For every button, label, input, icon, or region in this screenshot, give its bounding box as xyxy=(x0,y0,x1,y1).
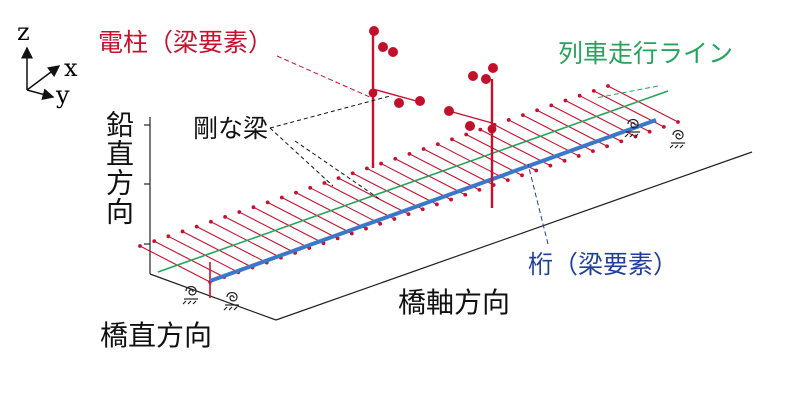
crossbeam-node xyxy=(392,217,397,221)
crossbeam-node xyxy=(661,124,666,129)
crossbeam-node xyxy=(549,103,554,108)
crossbeam-node xyxy=(237,210,242,214)
crossbeam-node xyxy=(548,163,553,168)
spring-support-icon xyxy=(624,118,640,138)
crossbeam xyxy=(508,119,579,157)
crossbeam xyxy=(380,163,452,201)
crossbeam-node xyxy=(393,156,398,161)
crossbeam-node xyxy=(463,192,468,197)
crossbeam-node xyxy=(676,120,680,124)
pole-1 xyxy=(368,26,425,168)
pole-2 xyxy=(444,63,498,208)
spring-support-icon xyxy=(669,129,685,149)
crossbeam-node xyxy=(364,226,368,231)
vertical-direction-label: 鉛直方向 xyxy=(102,110,135,226)
crossbeam xyxy=(607,85,679,123)
train-line-label: 列車走行ライン xyxy=(558,39,734,68)
crossbeam-node xyxy=(577,93,582,98)
crossbeam-node xyxy=(591,88,596,93)
crossbeam-node xyxy=(506,118,511,122)
crossbeam xyxy=(423,148,494,186)
crossbeam-node xyxy=(478,127,483,132)
leader-lines xyxy=(269,55,659,245)
crossbeam-node xyxy=(619,139,624,144)
crossbeam-node xyxy=(194,224,199,229)
crossbeam xyxy=(224,216,296,254)
crossbeam-node xyxy=(535,108,539,113)
spring-support-icon xyxy=(223,291,239,311)
crossbeam-node xyxy=(534,168,539,173)
rigid-beam-label: 剛な梁 xyxy=(193,114,269,143)
crossbeam-node xyxy=(265,200,270,205)
crossbeam-node xyxy=(138,244,142,248)
girder-label: 桁（梁要素） xyxy=(528,250,679,279)
pole-label: 電柱（梁要素） xyxy=(98,28,274,57)
crossbeam-node xyxy=(180,229,185,234)
crossbeam xyxy=(153,240,225,278)
crossbeam-node xyxy=(450,137,454,142)
crossbeam-node xyxy=(435,142,440,147)
crossbeam-node xyxy=(365,166,369,171)
crossbeam xyxy=(196,226,267,264)
crossbeam-node xyxy=(449,197,453,202)
crossbeam-node xyxy=(591,149,595,153)
crossbeam-node xyxy=(223,215,227,219)
axis-x-label: x xyxy=(64,54,78,82)
crossbeam-node xyxy=(251,205,256,210)
crossbeam xyxy=(494,124,565,162)
crossbeam-node xyxy=(606,84,610,88)
crossbeam-node xyxy=(378,221,383,226)
crossbeam-node xyxy=(421,147,426,151)
train-running-line xyxy=(157,90,669,273)
bridge-transverse-direction-label: 橋直方向 xyxy=(100,319,213,352)
plot-frame xyxy=(144,117,753,321)
crossbeam-node xyxy=(166,234,171,239)
spring-support-icon xyxy=(182,285,198,305)
crossbeam xyxy=(465,133,537,171)
crossbeam-node xyxy=(520,173,524,178)
crossbeam xyxy=(168,235,239,273)
crossbeam-node xyxy=(279,195,284,200)
crossbeam-node xyxy=(420,207,425,212)
crossbeam-node xyxy=(605,144,609,149)
crossbeam-node xyxy=(294,190,298,195)
axis-triad-icon xyxy=(21,46,61,101)
crossbeam xyxy=(395,158,466,196)
crossbeam-node xyxy=(350,171,355,176)
crossbeam-node xyxy=(152,239,157,244)
crossbeam xyxy=(182,230,253,268)
crossbeam-node xyxy=(407,151,412,156)
crossbeam-node xyxy=(435,202,439,207)
crossbeam-node xyxy=(349,231,354,236)
crossbeam-node xyxy=(335,236,340,241)
crossbeam-node xyxy=(505,178,510,183)
crossbeam xyxy=(451,138,523,176)
crossbeam-node xyxy=(464,132,469,137)
crossbeam-node xyxy=(562,158,567,163)
crossbeam-node xyxy=(477,187,482,192)
crossbeam-node xyxy=(521,113,525,117)
crossbeam-node xyxy=(209,219,213,224)
axis-y-label: y xyxy=(56,81,70,109)
crossbeam-node xyxy=(576,154,581,158)
axis-z-label: z xyxy=(17,18,30,46)
crossbeam xyxy=(437,143,509,181)
crossbeam-node xyxy=(336,176,341,181)
crossbeam xyxy=(210,221,282,259)
crossbeam-node xyxy=(563,98,568,103)
bridge-axial-direction-label: 橋軸方向 xyxy=(398,286,511,319)
crossbeam xyxy=(139,245,211,283)
crossbeam-node xyxy=(308,185,313,190)
crossbeam-node xyxy=(647,129,652,134)
crossbeam-node xyxy=(322,181,327,185)
crossbeam xyxy=(366,167,438,205)
crossbeam xyxy=(409,153,480,191)
girder-beam xyxy=(209,118,657,283)
crossbeam-node xyxy=(379,161,383,166)
crossbeam-node xyxy=(406,212,411,217)
